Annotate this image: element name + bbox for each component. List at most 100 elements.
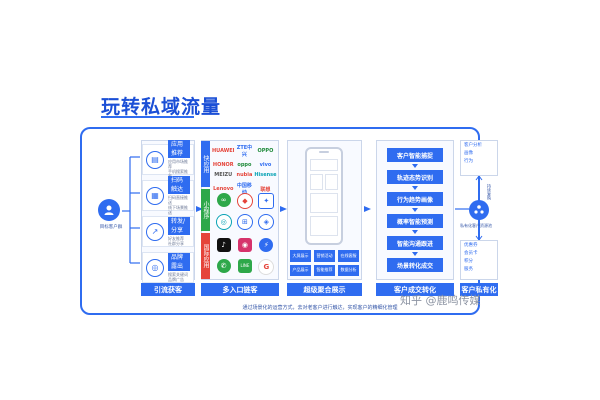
title-underline bbox=[101, 116, 194, 118]
whatsapp-icon: ✆ bbox=[216, 258, 231, 273]
private-bottom-list: 优惠券会员卡积分服务 bbox=[464, 242, 496, 274]
target-user-icon bbox=[98, 199, 120, 221]
mini-red-icon: ◆ bbox=[236, 193, 253, 209]
private-bottom-item: 会员卡 bbox=[464, 251, 478, 256]
brand-logo: Hisense bbox=[254, 172, 277, 178]
source-line: 应用市场推荐 bbox=[168, 159, 188, 169]
brand-logo: vivo bbox=[259, 162, 272, 168]
source-connector bbox=[122, 156, 140, 264]
brand-logo: ZTE中兴 bbox=[236, 145, 253, 158]
brand-logo: OPPO bbox=[257, 148, 274, 154]
private-top-item: 画像 bbox=[464, 151, 473, 156]
phone-block bbox=[310, 159, 338, 171]
phone-block bbox=[325, 174, 338, 190]
global-app-icons: ♪ ◉ ⚡ ✆ LINE G bbox=[213, 238, 277, 276]
mini-program-tag: 小程序 bbox=[201, 189, 210, 231]
arrow-2 bbox=[280, 206, 287, 212]
conversion-step: 客户智能捕捉 bbox=[387, 148, 443, 162]
col4-label: 客户成交转化 bbox=[376, 283, 454, 296]
private-pool-label: 私有化客户资源池 bbox=[460, 223, 492, 228]
wechat-mini-icon: ∞ bbox=[216, 193, 231, 207]
source-title: 转发/分享 bbox=[168, 217, 190, 235]
source-tile: ↗转发/分享好友推荐社群分享 bbox=[142, 216, 194, 247]
col2-label: 多入口链客 bbox=[201, 283, 279, 296]
instagram-icon: ◉ bbox=[237, 238, 252, 252]
phone-block bbox=[310, 174, 323, 190]
source-icon: ▤ bbox=[146, 150, 164, 169]
mini-grid-icon: ⊞ bbox=[236, 214, 253, 230]
quick-app-tag: 快应用 bbox=[201, 141, 210, 187]
google-icon: G bbox=[258, 258, 275, 275]
source-icon: ↗ bbox=[146, 222, 164, 241]
phone-block bbox=[310, 193, 338, 213]
brand-logo: HUAWEI bbox=[212, 148, 235, 154]
mini-blue-icon: ✦ bbox=[258, 193, 275, 209]
aggregate-button: 大屏展示 bbox=[290, 250, 311, 262]
step-arrow bbox=[412, 186, 418, 190]
tiktok-icon: ♪ bbox=[216, 238, 231, 252]
brand-logo: HONOR bbox=[212, 162, 234, 168]
bottom-caption: 通过场景化的运营方式，去对老客户进行触达，实现客户的精细化管理 bbox=[242, 305, 398, 311]
target-user-label: 目标客户群 bbox=[99, 225, 123, 230]
source-body: 转发/分享好友推荐社群分享 bbox=[168, 217, 190, 246]
private-bottom-item: 积分 bbox=[464, 259, 473, 264]
conversion-step: 场景转化成交 bbox=[387, 258, 443, 272]
step-arrow bbox=[412, 164, 418, 168]
aggregate-button: 产品展示 bbox=[290, 264, 311, 276]
source-line: 搜索关键词 bbox=[168, 272, 188, 277]
col1-label: 引流获客 bbox=[141, 283, 195, 296]
source-body: 应用推荐应用市场推荐手机搜索推荐 bbox=[168, 140, 190, 179]
messenger-icon: ⚡ bbox=[259, 238, 274, 252]
mini-cube-icon: ◈ bbox=[258, 214, 275, 230]
source-tile: ▦扫码触达扫码直接推送线下场景推送 bbox=[142, 176, 194, 215]
source-line: 社群分享 bbox=[168, 241, 184, 246]
private-top-item: 客户分析 bbox=[464, 143, 482, 148]
phone-speaker bbox=[319, 151, 329, 153]
step-arrow bbox=[412, 230, 418, 234]
source-line: 线下场景推送 bbox=[168, 205, 188, 215]
private-top-list: 客户分析画像行为 bbox=[464, 142, 496, 166]
loop-label: 持续复购 bbox=[487, 184, 492, 200]
phone-block bbox=[310, 216, 338, 236]
brand-logo: 联想 bbox=[260, 186, 271, 193]
mini-teal-icon: ◎ bbox=[215, 214, 232, 230]
source-list: ▤应用推荐应用市场推荐手机搜索推荐▦扫码触达扫码直接推送线下场景推送↗转发/分享… bbox=[142, 140, 194, 283]
source-icon: ◎ bbox=[146, 258, 164, 277]
step-arrow bbox=[412, 208, 418, 212]
source-line: 好友推荐 bbox=[168, 236, 184, 241]
conversion-steps: 客户智能捕捉轨迹态势识别行为趋势画像概率智能预测智能沟通跟进场景转化成交 bbox=[386, 148, 444, 274]
source-line: 品牌广告 bbox=[168, 277, 184, 282]
mini-program-icons: ∞ ◆ ✦ ◎ ⊞ ◈ bbox=[213, 193, 277, 230]
aggregate-button: 在线客服 bbox=[338, 250, 359, 262]
source-icon: ▦ bbox=[146, 186, 164, 205]
source-title: 扫码触达 bbox=[168, 176, 190, 194]
conversion-step: 轨迹态势识别 bbox=[387, 170, 443, 184]
arrow-1 bbox=[196, 206, 203, 212]
source-title: 应用推荐 bbox=[168, 140, 190, 158]
private-top-item: 行为 bbox=[464, 159, 473, 164]
private-pool-icon bbox=[469, 200, 489, 220]
source-body: 品牌露出搜索关键词品牌广告 bbox=[168, 253, 190, 282]
source-title: 品牌露出 bbox=[168, 253, 190, 271]
brand-logo: oppo bbox=[237, 162, 252, 168]
source-body: 扫码触达扫码直接推送线下场景推送 bbox=[168, 176, 190, 215]
private-bottom-item: 优惠券 bbox=[464, 243, 478, 248]
brand-logo: Lenovo bbox=[213, 186, 234, 192]
global-app-tag: 国际应用 bbox=[201, 233, 210, 279]
private-bottom-box bbox=[460, 240, 498, 280]
page-title: 玩转私域流量 bbox=[101, 96, 222, 118]
source-line: 扫码直接推送 bbox=[168, 195, 188, 205]
brand-logo: nubia bbox=[236, 172, 253, 178]
conversion-step: 概率智能预测 bbox=[387, 214, 443, 228]
source-tile: ▤应用推荐应用市场推荐手机搜索推荐 bbox=[142, 140, 194, 179]
conversion-step: 行为趋势画像 bbox=[387, 192, 443, 206]
aggregate-button: 营销活动 bbox=[314, 250, 335, 262]
private-bottom-item: 服务 bbox=[464, 267, 473, 272]
aggregate-buttons: 大屏展示营销活动在线客服产品展示智能推荐数据分析 bbox=[290, 250, 359, 276]
step-arrow bbox=[412, 252, 418, 256]
aggregate-button: 智能推荐 bbox=[314, 264, 335, 276]
watermark: 知乎 @鹿鸣传媒 bbox=[400, 294, 481, 307]
col3-label: 超级聚合展示 bbox=[287, 283, 362, 296]
private-connector bbox=[455, 176, 483, 240]
